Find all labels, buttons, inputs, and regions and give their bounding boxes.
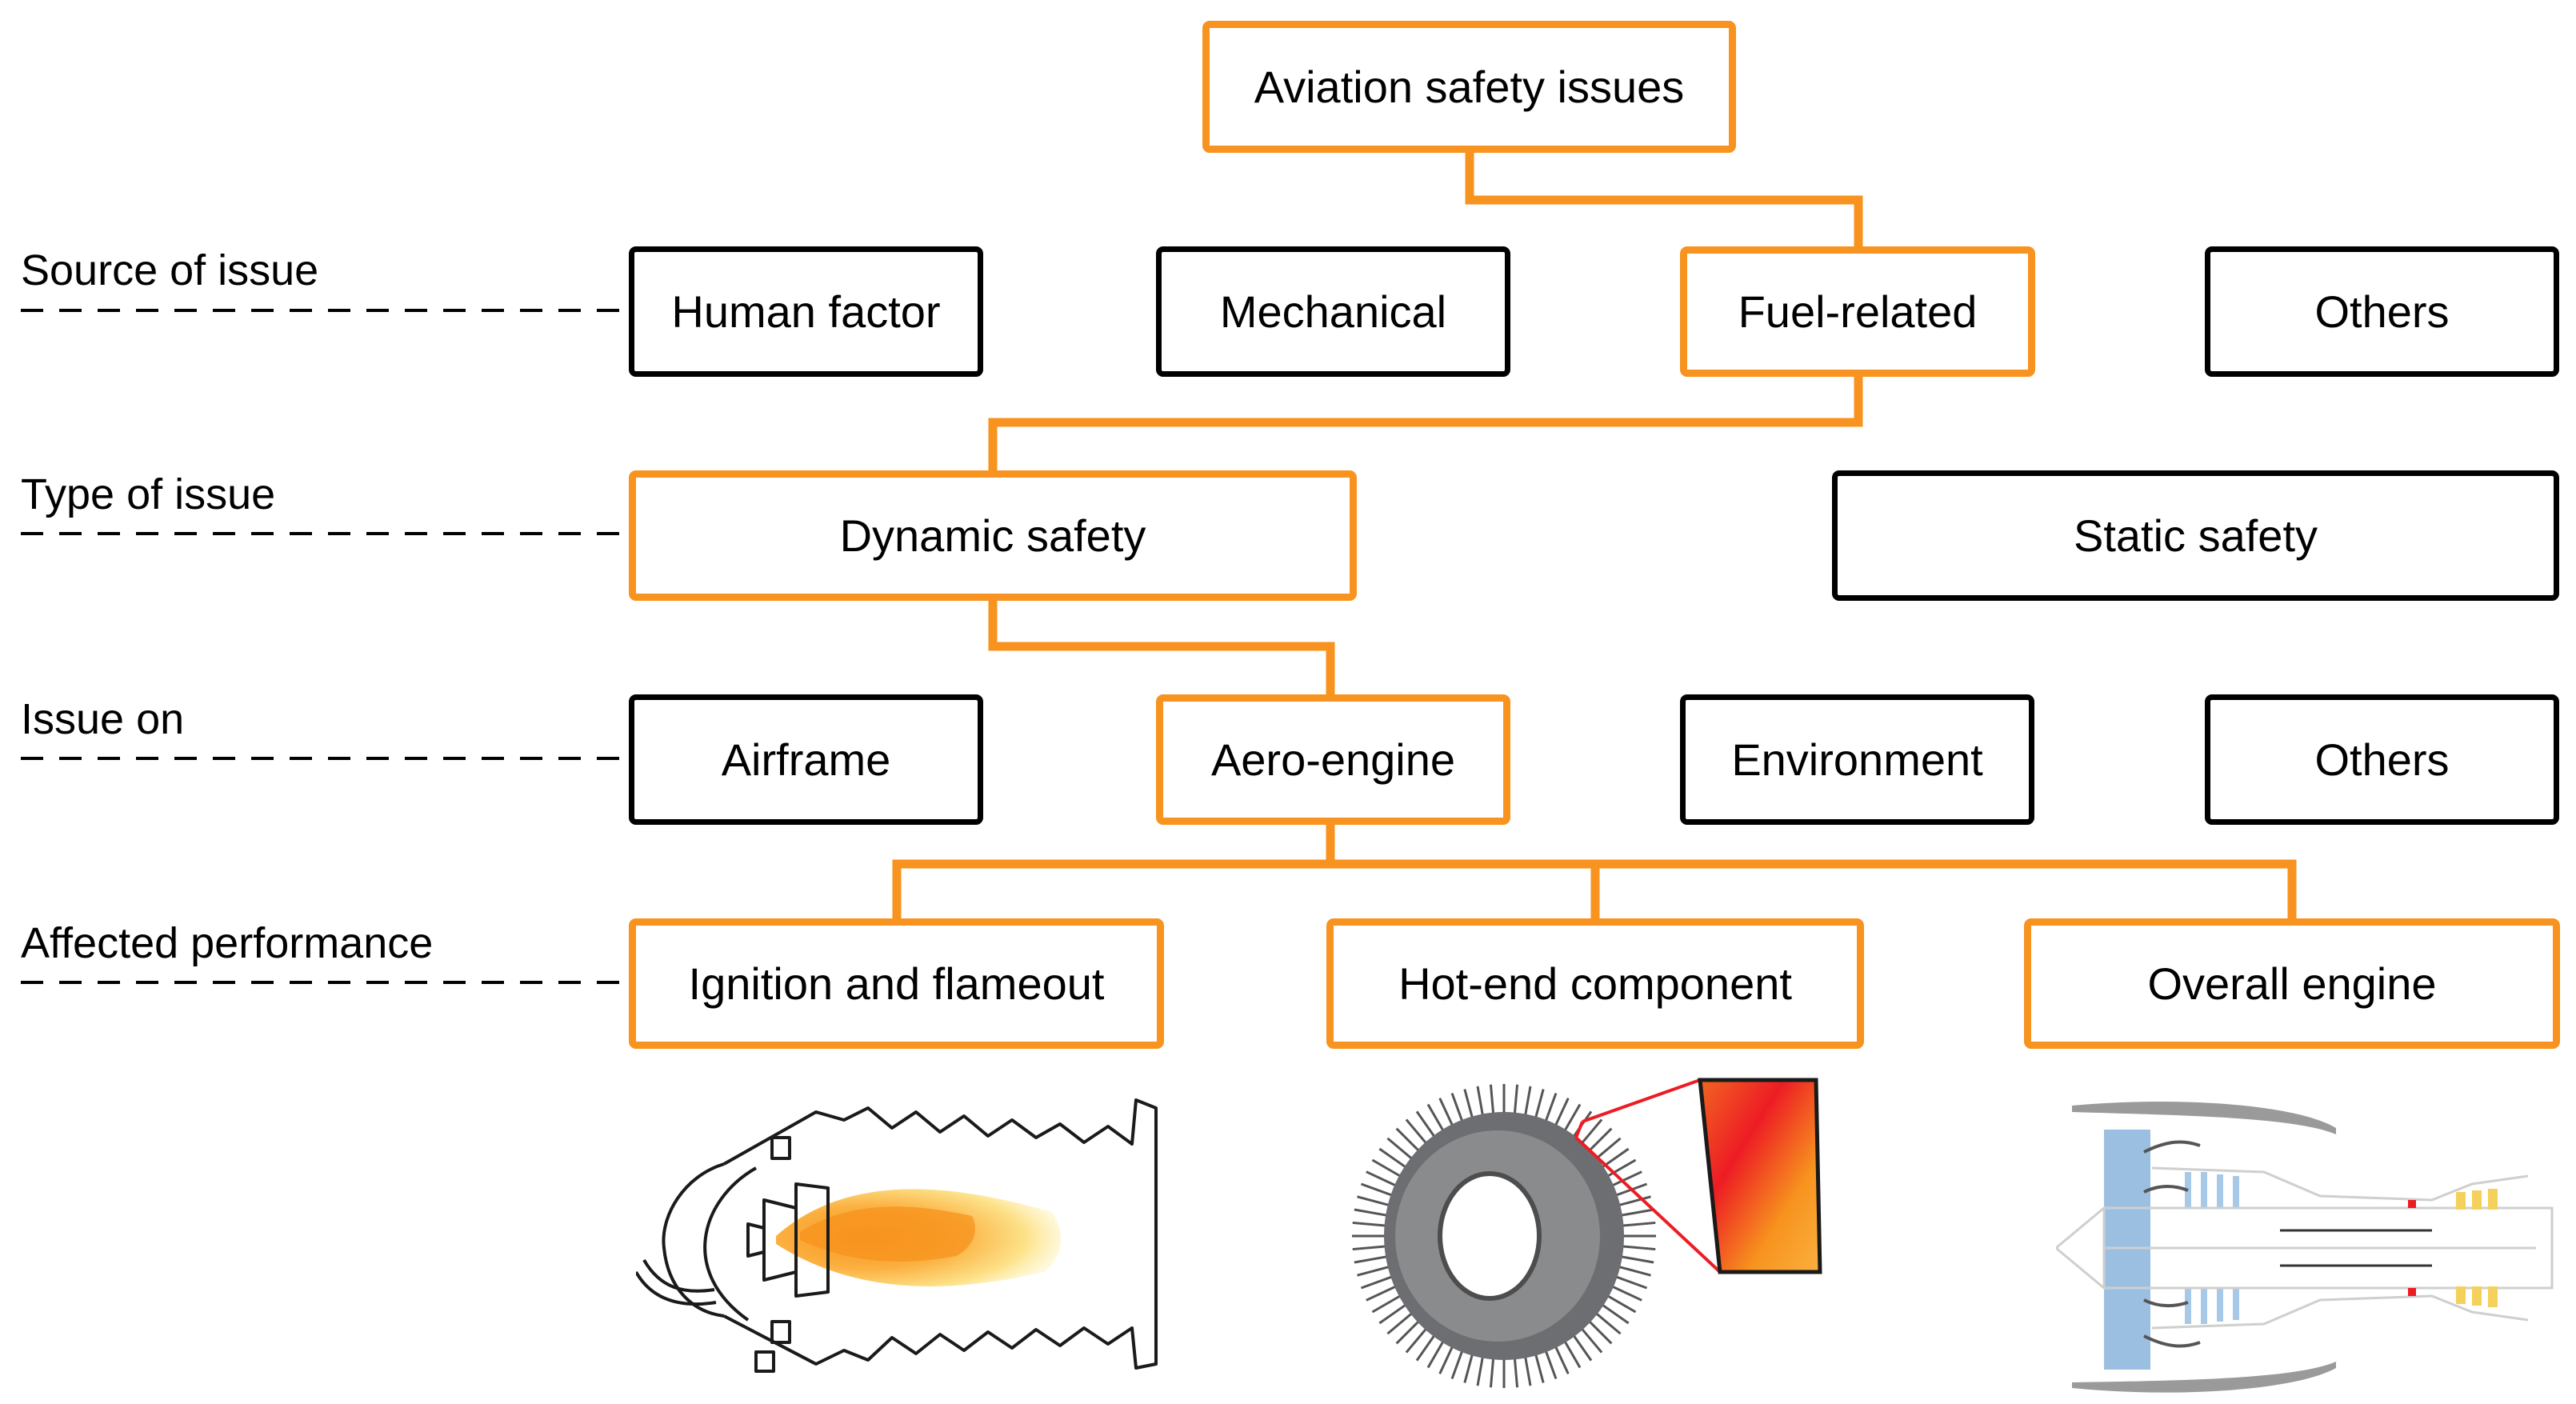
performance-box-hot-end: Hot-end component [1326, 918, 1864, 1049]
row-label-issue-on: Issue on [21, 695, 185, 743]
source-box-fuel-related: Fuel-related [1680, 246, 2035, 377]
issue-box-others: Others [2205, 694, 2559, 825]
issue-box-aero-engine: Aero-engine [1156, 694, 1510, 825]
connector-root-to-fuel [1465, 152, 1863, 248]
root-box: Aviation safety issues [1202, 21, 1736, 153]
type-box-static-safety: Static safety [1832, 470, 2559, 601]
performance-box-ignition: Ignition and flameout [629, 918, 1164, 1049]
issue-box-environment: Environment [1680, 694, 2034, 825]
turbofan-engine-icon [2056, 1102, 2554, 1393]
performance-box-overall-engine: Overall engine [2024, 918, 2560, 1049]
row-label-affected: Affected performance [21, 919, 434, 967]
combustor-icon [636, 1098, 1158, 1373]
turbine-disk-icon [1352, 1078, 1822, 1388]
connector-fuel-to-dynamic [988, 376, 1863, 472]
connector-aeroengine-to-performance [892, 824, 2297, 920]
row-label-source: Source of issue [21, 246, 319, 294]
row-label-type: Type of issue [21, 470, 276, 518]
source-box-human-factor: Human factor [629, 246, 983, 377]
source-box-others: Others [2205, 246, 2559, 377]
connector-dynamic-to-aeroengine [988, 600, 1335, 696]
source-box-mechanical: Mechanical [1156, 246, 1510, 377]
type-box-dynamic-safety: Dynamic safety [629, 470, 1357, 601]
issue-box-airframe: Airframe [629, 694, 983, 825]
